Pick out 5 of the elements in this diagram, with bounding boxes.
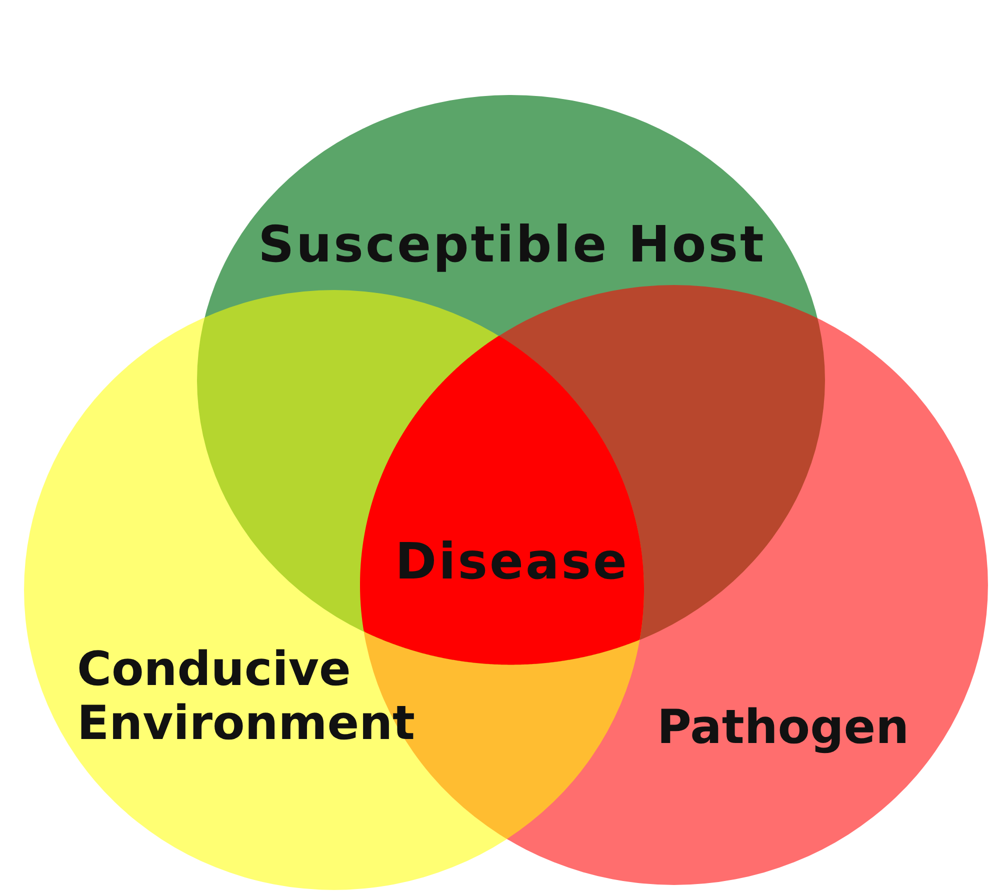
set-label: Pathogen: [656, 700, 910, 756]
set-label: Susceptible Host: [258, 216, 766, 274]
center-overlap-region: [360, 336, 644, 665]
set-label: Conducive Environment: [77, 642, 416, 752]
center-label: Disease: [395, 533, 629, 591]
